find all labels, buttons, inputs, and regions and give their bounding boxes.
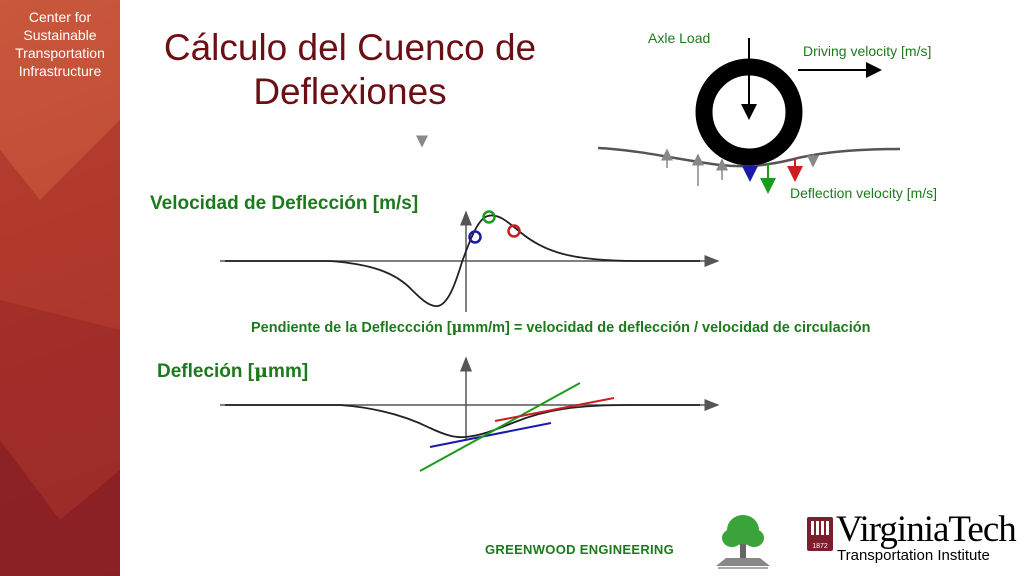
- virginia-tech-logo-text: VirginiaTech: [836, 509, 1017, 550]
- sidebar-title-line: Sustainable: [23, 27, 97, 43]
- deflection-plot-label: Defleción [μmm]: [157, 360, 308, 383]
- red-tangent-line: [494, 397, 615, 422]
- page-title-line: Deflexiones: [253, 71, 447, 112]
- sidebar-title-line: Infrastructure: [18, 63, 102, 79]
- deflection-label-suffix: m]: [284, 361, 309, 382]
- velocity-plot-label: Velocidad de Deflección [m/s]: [150, 193, 419, 214]
- deflection-label-unit: m: [268, 361, 285, 382]
- velocity-curve: [225, 214, 700, 307]
- sidebar-title: Center for Sustainable Transportation In…: [0, 8, 120, 80]
- deflection-plot: [220, 356, 720, 472]
- sidebar-panel: Center for Sustainable Transportation In…: [0, 0, 120, 576]
- deflection-velocity-label: Deflection velocity [m/s]: [790, 185, 938, 201]
- red-marker: [507, 224, 521, 238]
- slope-caption-prefix: Pendiente de la Defleccción [: [251, 320, 452, 336]
- sidebar-title-line: Center for: [28, 9, 92, 25]
- slope-caption-suffix: m/m] = velocidad de deflección / velocid…: [475, 320, 871, 336]
- vt-year: 1872: [812, 543, 828, 550]
- tire-diagram: [597, 38, 901, 194]
- velocity-plot: [220, 210, 720, 312]
- slope-caption: Pendiente de la Defleccción [μmm/m] = ve…: [251, 319, 870, 336]
- slope-caption-unit: m: [462, 320, 476, 336]
- slope-caption-mu: μ: [451, 319, 463, 336]
- sidebar-pattern: [0, 0, 120, 576]
- virginia-tech-seal-icon: [807, 517, 833, 551]
- greenwood-tree-logo: [716, 515, 770, 569]
- blue-tangent-line: [429, 422, 552, 448]
- blue-marker: [468, 230, 482, 244]
- axle-load-label: Axle Load: [648, 30, 711, 46]
- deflection-curve: [225, 404, 700, 439]
- virginia-tech-subtitle: Transportation Institute: [837, 547, 990, 564]
- page-title: Cálculo del Cuenco de Deflexiones: [150, 26, 550, 114]
- driving-velocity-label: Driving velocity [m/s]: [803, 43, 932, 59]
- deflection-label-prefix: Defleción [: [157, 361, 255, 382]
- green-tangent-line: [419, 382, 581, 472]
- green-marker: [482, 210, 496, 224]
- sidebar-title-line: Transportation: [15, 45, 105, 61]
- page-title-line: Cálculo del Cuenco de: [163, 27, 537, 68]
- greenwood-logo-text: GREENWOOD ENGINEERING: [485, 542, 675, 557]
- deflection-label-mu: μ: [254, 360, 269, 382]
